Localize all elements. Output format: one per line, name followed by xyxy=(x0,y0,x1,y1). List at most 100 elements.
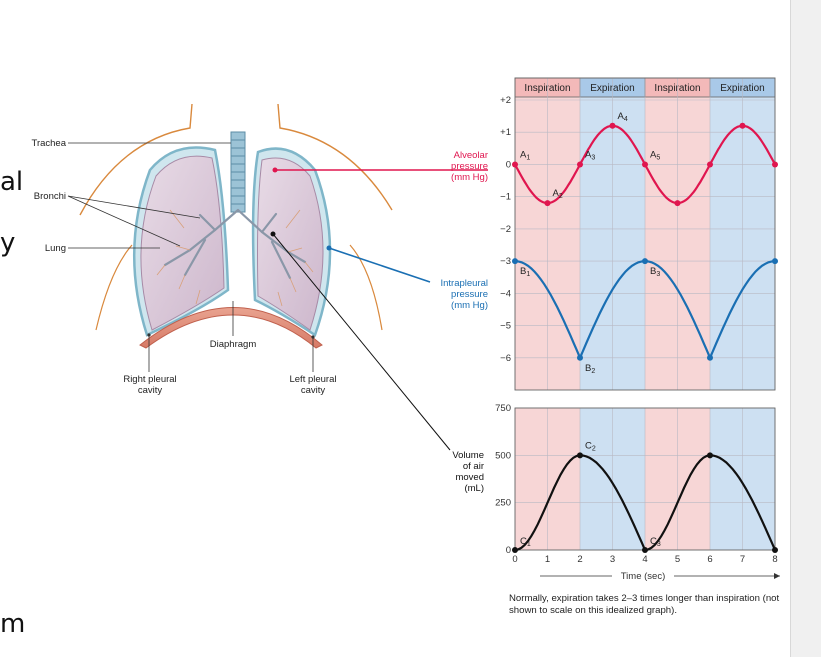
ytick-label-0-7: −5 xyxy=(500,321,511,332)
left-pleural-label-line2: cavity xyxy=(301,385,326,396)
point-label-0-1-1: B2 xyxy=(585,363,595,375)
point-label-sub-0-0-0: 1 xyxy=(526,154,530,161)
body-outline-left xyxy=(79,103,193,216)
data-point-0-1-2 xyxy=(642,258,648,265)
volume-connector-dot xyxy=(270,231,276,237)
point-label-sub-0-0-2: 3 xyxy=(591,154,595,161)
intrapleural-label-line1: Intrapleural xyxy=(440,278,488,289)
bronchi-label: Bronchi xyxy=(34,191,66,202)
volume-label-line3: moved xyxy=(455,472,484,483)
data-point-0-1-1 xyxy=(577,354,583,361)
xtick-label-6: 6 xyxy=(707,554,712,565)
point-label-1-0-0: C1 xyxy=(520,536,531,548)
time-axis-arrowhead xyxy=(774,573,780,579)
xtick-label-3: 3 xyxy=(610,554,615,565)
data-point-1-0-1 xyxy=(577,452,583,459)
point-label-0-1-2: B3 xyxy=(650,266,660,278)
data-point-1-0-0 xyxy=(512,547,518,553)
point-label-sub-1-0-0: 1 xyxy=(527,541,531,548)
right-pleural-label-line1: Right pleural xyxy=(123,374,176,385)
point-label-0-0-1: A2 xyxy=(553,188,563,200)
left-lung xyxy=(257,157,324,331)
volume-series-label: Volume of air moved (mL) xyxy=(452,450,484,494)
point-label-sub-0-0-4: 5 xyxy=(656,154,660,161)
data-point-0-0-4 xyxy=(642,161,648,168)
point-label-sub-0-1-0: 1 xyxy=(526,271,530,278)
data-point-0-0-8 xyxy=(772,161,778,168)
intrapleural-label-line3: (mm Hg) xyxy=(451,300,488,311)
lung-label: Lung xyxy=(45,243,66,254)
bronchi-leader-2 xyxy=(67,195,181,247)
intrapleural-connector xyxy=(328,247,431,283)
ytick-label-0-0: +2 xyxy=(500,95,511,106)
point-label-1-0-2: C3 xyxy=(650,536,661,548)
alveolar-label-line3: (mm Hg) xyxy=(451,172,488,183)
data-point-0-1-0 xyxy=(512,258,518,265)
point-label-sub-0-1-1: 2 xyxy=(591,368,595,375)
xtick-label-5: 5 xyxy=(675,554,680,565)
ytick-label-1-3: 0 xyxy=(506,545,511,556)
ytick-label-0-1: +1 xyxy=(500,127,511,138)
page-text-fragment-3: m xyxy=(0,609,26,639)
right-scrollbar-panel[interactable] xyxy=(790,0,821,657)
ytick-label-0-6: −4 xyxy=(500,288,511,299)
volume-connector xyxy=(272,233,451,451)
ytick-label-0-4: −2 xyxy=(500,224,511,235)
data-point-1-0-4 xyxy=(772,547,778,553)
rib-right xyxy=(349,244,383,331)
data-point-0-0-3 xyxy=(609,122,616,129)
point-label-sub-0-1-2: 3 xyxy=(656,271,660,278)
ytick-label-1-1: 500 xyxy=(495,450,511,461)
intrapleural-connector-dot xyxy=(326,245,332,251)
data-point-0-1-3 xyxy=(707,354,713,361)
point-label-sub-1-0-2: 3 xyxy=(657,541,661,548)
xtick-label-4: 4 xyxy=(642,554,647,565)
data-point-0-0-2 xyxy=(577,161,583,168)
trachea-label: Trachea xyxy=(32,138,67,149)
xtick-label-8: 8 xyxy=(772,554,777,565)
bronchioles xyxy=(156,209,314,307)
xtick-label-1: 1 xyxy=(545,554,550,565)
point-label-0-0-3: A4 xyxy=(618,111,628,123)
ytick-label-1-0: 750 xyxy=(495,403,511,414)
diaphragm xyxy=(139,307,323,349)
x-axis-label: Time (sec) xyxy=(621,571,666,582)
volume-label-line1: Volume xyxy=(452,450,484,461)
point-label-sub-1-0-1: 2 xyxy=(592,445,596,452)
point-label-sub-0-0-3: 4 xyxy=(624,116,628,123)
data-point-0-0-5 xyxy=(674,200,681,207)
point-label-0-0-4: A5 xyxy=(650,149,660,161)
alveolar-connector-dot xyxy=(272,167,278,173)
ytick-label-0-3: −1 xyxy=(500,192,511,203)
point-label-sub-0-0-1: 2 xyxy=(559,193,563,200)
page-text-fragment-1: al xyxy=(0,167,24,197)
diaphragm-label: Diaphragm xyxy=(210,339,257,350)
alveolar-label-line2: pressure xyxy=(451,161,488,172)
volume-label-line4: (mL) xyxy=(464,483,484,494)
rib-left xyxy=(95,244,133,331)
point-label-0-0-0: A1 xyxy=(520,149,530,161)
bronchi-leader-1 xyxy=(67,195,201,219)
intrapleural-label-line2: pressure xyxy=(451,289,488,300)
data-point-1-0-2 xyxy=(642,547,648,553)
ytick-label-0-2: 0 xyxy=(506,159,511,170)
intrapleural-series-label: Intrapleural pressure (mm Hg) xyxy=(440,278,488,311)
data-point-0-1-4 xyxy=(772,258,778,265)
body-outline-right xyxy=(277,103,393,211)
figure-caption: Normally, expiration takes 2–3 times lon… xyxy=(509,593,780,616)
right-pleural-label-line2: cavity xyxy=(138,385,163,396)
panel-frame-0 xyxy=(514,77,776,391)
data-point-0-0-7 xyxy=(739,122,746,129)
volume-label-line2: of air xyxy=(463,461,484,472)
lung-illustration: Trachea Bronchi Lung Diaphragm Right ple… xyxy=(32,103,393,396)
data-point-0-0-0 xyxy=(512,161,518,168)
ytick-label-1-2: 250 xyxy=(495,498,511,509)
xtick-label-0: 0 xyxy=(512,554,517,565)
point-label-0-0-2: A3 xyxy=(585,149,595,161)
alveolar-label-line1: Alveolar xyxy=(454,150,488,161)
point-label-0-1-0: B1 xyxy=(520,266,530,278)
right-lung xyxy=(140,155,225,331)
xlabel-bg xyxy=(612,569,674,582)
